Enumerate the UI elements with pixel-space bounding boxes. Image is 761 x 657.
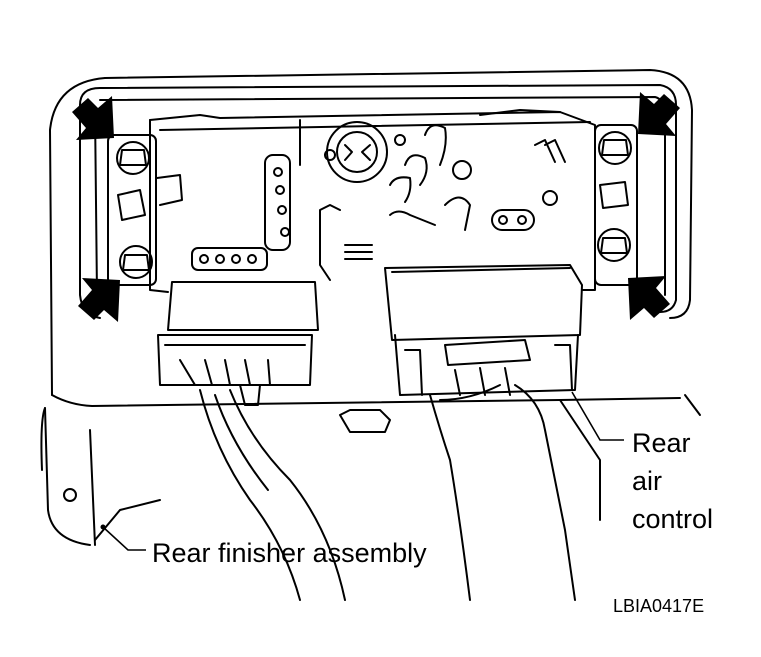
arrow-marker-icon xyxy=(628,276,670,320)
control-panel-frame xyxy=(79,84,677,319)
left-connector xyxy=(157,281,319,406)
label-rear-air-control-line1: Rear xyxy=(632,428,691,458)
right-connector xyxy=(384,264,583,396)
label-rear-air-control-line3: control xyxy=(632,504,713,534)
arrow-marker-icon xyxy=(78,278,120,322)
wire-harness-left xyxy=(199,389,346,601)
wire-harness-right xyxy=(429,384,576,601)
left-bracket xyxy=(107,134,183,286)
arrow-marker-icon xyxy=(72,96,114,140)
rear-finisher-panel xyxy=(40,69,701,546)
arrow-marker-icon xyxy=(638,92,680,136)
control-unit-body xyxy=(149,109,596,293)
screw-icon xyxy=(116,141,150,175)
screw-icon xyxy=(119,245,153,279)
leader-line-rear-air-control xyxy=(571,391,624,441)
label-rear-air-control-line2: air xyxy=(632,466,662,496)
leader-line-rear-finisher xyxy=(102,526,146,551)
label-rear-finisher-assembly: Rear finisher assembly xyxy=(152,538,427,568)
figure-code: LBIA0417E xyxy=(613,596,704,616)
screw-icon xyxy=(598,131,632,165)
screw-icon xyxy=(597,228,631,262)
circuit-board-features xyxy=(191,121,566,271)
right-bracket xyxy=(594,124,638,286)
